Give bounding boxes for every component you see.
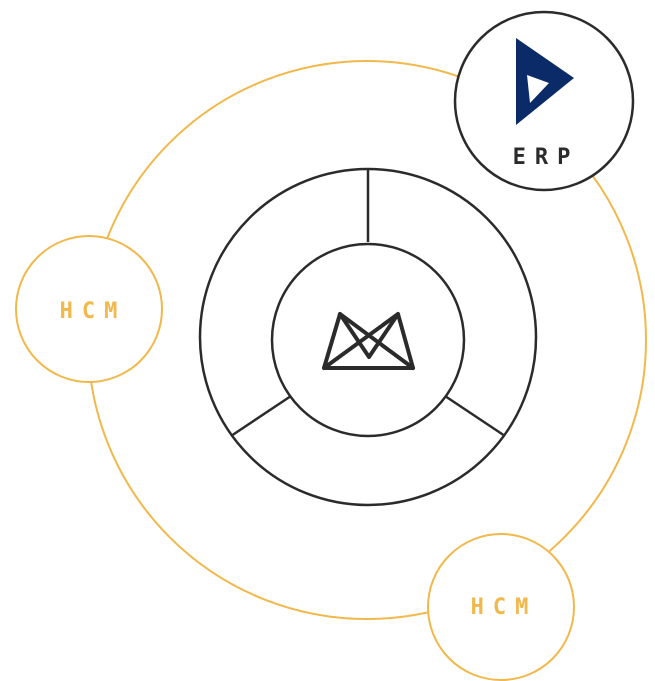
hcm-bottom-label: HCM <box>471 595 538 620</box>
hcm-left-label: HCM <box>60 299 127 324</box>
hub-divider-left <box>230 394 292 438</box>
dynamics-logo-icon <box>516 38 574 125</box>
erp-label: ERP <box>513 145 580 170</box>
hcm-left-node-circle <box>15 235 163 383</box>
hub-logo-icon <box>322 312 415 370</box>
hcm-bottom-node: HCM <box>427 533 575 681</box>
hcm-bottom-node-circle <box>427 533 575 681</box>
hub-inner-ring <box>270 242 466 438</box>
hub <box>198 167 538 507</box>
erp-node: ERP <box>453 10 635 192</box>
hub-divider-right <box>444 394 506 438</box>
hcm-left-node: HCM <box>15 235 163 383</box>
